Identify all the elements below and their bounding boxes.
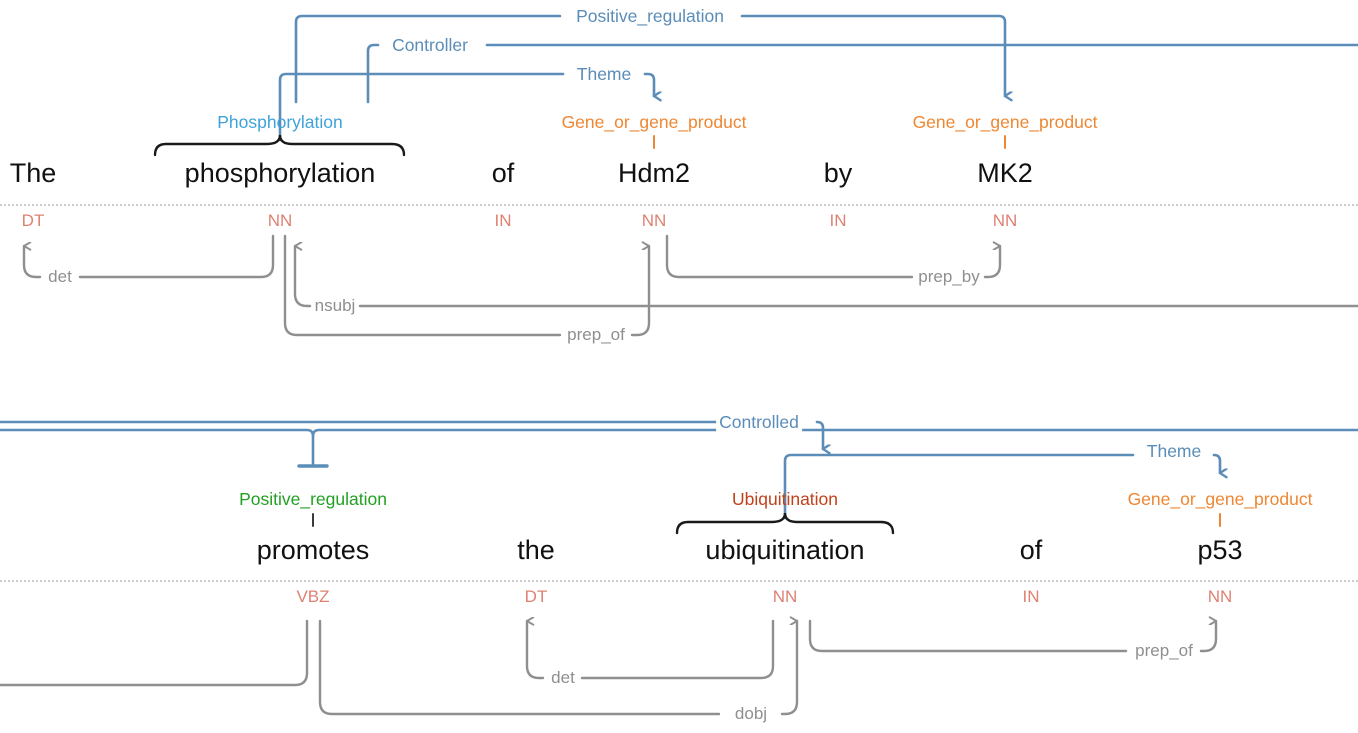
entity-stems bbox=[312, 135, 1221, 527]
dep-label-det-row2[interactable]: det bbox=[549, 668, 577, 687]
pos-tag-of-1[interactable]: IN bbox=[494, 211, 512, 230]
dep-arc-det-row1 bbox=[22, 246, 42, 279]
dep-arc-prep-of-row1 bbox=[283, 234, 562, 337]
entity-label-phosphorylation[interactable]: Phosphorylation bbox=[217, 112, 343, 132]
dep-arc-prep-of-row1-end bbox=[630, 246, 651, 337]
token-of-1[interactable]: of bbox=[491, 158, 515, 188]
dep-arc-det-row2 bbox=[525, 621, 545, 680]
token-phosphorylation[interactable]: phosphorylation bbox=[184, 158, 376, 188]
dep-arc-dobj-row2 bbox=[318, 619, 721, 716]
token-the-2[interactable]: the bbox=[517, 535, 555, 565]
arc-theme-row1 bbox=[278, 72, 565, 142]
pos-tag-promotes[interactable]: VBZ bbox=[296, 587, 330, 606]
pos-tag-ubiquitination[interactable]: NN bbox=[772, 587, 798, 606]
entity-label-positive-regulation[interactable]: Positive_regulation bbox=[239, 489, 387, 509]
pos-tag-of-2[interactable]: IN bbox=[1022, 587, 1040, 606]
dep-arc-det-row1-line bbox=[78, 234, 275, 279]
row-1-separator bbox=[0, 204, 1358, 206]
arc-controlled-row2-arrow bbox=[815, 420, 823, 449]
row-2-separator bbox=[0, 580, 1358, 582]
arc-label-controller[interactable]: Controller bbox=[389, 36, 471, 55]
token-the[interactable]: The bbox=[9, 158, 57, 188]
arc-label-theme[interactable]: Theme bbox=[573, 65, 635, 84]
pos-tag-the[interactable]: DT bbox=[21, 211, 45, 230]
dep-arc-dobj-row2-end bbox=[780, 621, 799, 716]
dep-label-prep-by-row1[interactable]: prep_by bbox=[916, 267, 982, 286]
arc-label-controlled[interactable]: Controlled bbox=[716, 413, 802, 432]
dep-label-nsubj-row1[interactable]: nsubj bbox=[312, 296, 358, 315]
span-brackets bbox=[153, 134, 895, 535]
token-of-2[interactable]: of bbox=[1019, 535, 1043, 565]
entity-label-gene-or-gene-product-mk2[interactable]: Gene_or_gene_product bbox=[912, 112, 1098, 132]
token-hdm2[interactable]: Hdm2 bbox=[617, 158, 691, 188]
pos-tag-p53[interactable]: NN bbox=[1207, 587, 1233, 606]
token-mk2[interactable]: MK2 bbox=[977, 158, 1033, 188]
pos-tag-mk2[interactable]: NN bbox=[992, 211, 1018, 230]
span-bracket-phosphorylation bbox=[153, 134, 406, 157]
dep-arc-prep-by-row1 bbox=[665, 234, 914, 279]
arc-promotes-trigger-stem-right bbox=[311, 428, 1358, 438]
dep-arc-prep-of-row2-end bbox=[1199, 621, 1218, 653]
dep-label-dobj-row2[interactable]: dobj bbox=[732, 704, 770, 723]
dep-arc-nsubj-row2-in bbox=[0, 619, 309, 687]
row-1-dep-arcs bbox=[22, 234, 1358, 337]
token-promotes[interactable]: promotes bbox=[256, 535, 370, 565]
arc-theme-row1-right bbox=[643, 72, 654, 96]
pos-tag-the-2[interactable]: DT bbox=[524, 587, 548, 606]
dep-arc-prep-of-row2 bbox=[808, 619, 1128, 653]
arc-label-positive-regulation[interactable]: Positive_regulation bbox=[573, 7, 727, 26]
row-2-dep-arcs bbox=[0, 619, 1218, 716]
row-1-event-arcs bbox=[278, 14, 1358, 142]
dep-label-det-row1[interactable]: det bbox=[46, 267, 74, 286]
entity-label-ubiquitination[interactable]: Ubiquitination bbox=[731, 489, 839, 509]
entity-label-gene-or-gene-product-hdm2[interactable]: Gene_or_gene_product bbox=[561, 112, 747, 132]
dep-arc-nsubj-row1 bbox=[293, 246, 312, 308]
arc-positive-regulation-row1 bbox=[294, 14, 562, 104]
dep-arc-det-row2-line bbox=[580, 619, 775, 680]
arc-controller-row1 bbox=[366, 43, 380, 104]
pos-tag-by[interactable]: IN bbox=[829, 211, 847, 230]
arc-positive-regulation-row1-right bbox=[740, 14, 1005, 96]
arc-label-theme-row2[interactable]: Theme bbox=[1143, 442, 1205, 461]
arc-theme-row2-arrow bbox=[1212, 453, 1220, 473]
pos-tag-hdm2[interactable]: NN bbox=[641, 211, 667, 230]
token-p53[interactable]: p53 bbox=[1197, 535, 1243, 565]
arc-theme-row2 bbox=[783, 453, 1135, 520]
entity-label-gene-or-gene-product-p53[interactable]: Gene_or_gene_product bbox=[1127, 489, 1313, 509]
row-2-event-arcs bbox=[0, 420, 1358, 520]
pos-tag-phosphorylation[interactable]: NN bbox=[267, 211, 293, 230]
dep-label-prep-of-row2[interactable]: prep_of bbox=[1133, 641, 1195, 660]
dep-arc-prep-by-row1-end bbox=[983, 246, 1002, 279]
dep-label-prep-of-row1[interactable]: prep_of bbox=[565, 325, 627, 344]
span-bracket-ubiquitination bbox=[675, 512, 895, 535]
token-ubiquitination[interactable]: ubiquitination bbox=[705, 535, 865, 565]
token-by[interactable]: by bbox=[823, 158, 853, 188]
